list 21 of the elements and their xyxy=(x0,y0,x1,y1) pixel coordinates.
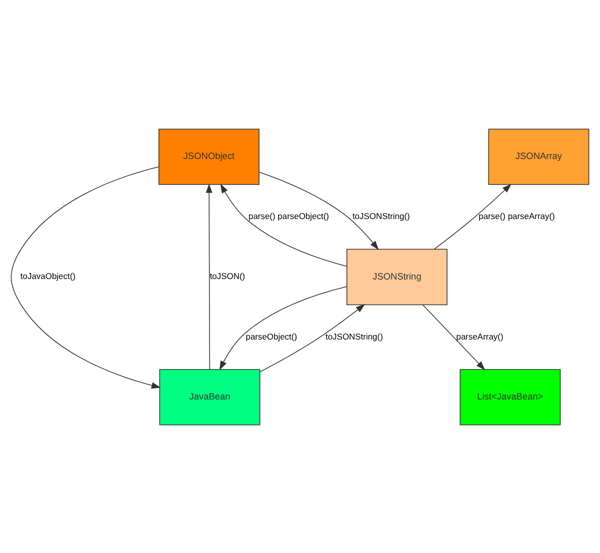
arrow xyxy=(260,304,366,372)
edge-label: toJavaObject() xyxy=(20,270,76,281)
arrow xyxy=(220,183,347,266)
edge-label: parse() parseObject() xyxy=(248,210,329,221)
arrow xyxy=(206,183,212,370)
node-box: JSONArray xyxy=(488,128,590,184)
edge-label: toJSONString() xyxy=(326,330,383,341)
arrow xyxy=(258,171,379,250)
edge-label: toJSON() xyxy=(210,270,246,281)
node-box: JSONObject xyxy=(158,128,260,184)
arrow xyxy=(219,286,347,370)
arrow xyxy=(422,304,486,370)
node-box: JSONString xyxy=(346,248,448,305)
edge-label: toJSONString() xyxy=(352,210,410,221)
node-box: List<JavaBean> xyxy=(460,368,561,425)
edge-label: parseObject() xyxy=(246,330,298,341)
edge-label: parseArray() xyxy=(456,330,504,341)
arrow xyxy=(10,166,161,388)
node-box: JavaBean xyxy=(159,368,260,425)
edge-label: parse() parseArray() xyxy=(478,210,555,221)
arrow xyxy=(434,183,512,249)
